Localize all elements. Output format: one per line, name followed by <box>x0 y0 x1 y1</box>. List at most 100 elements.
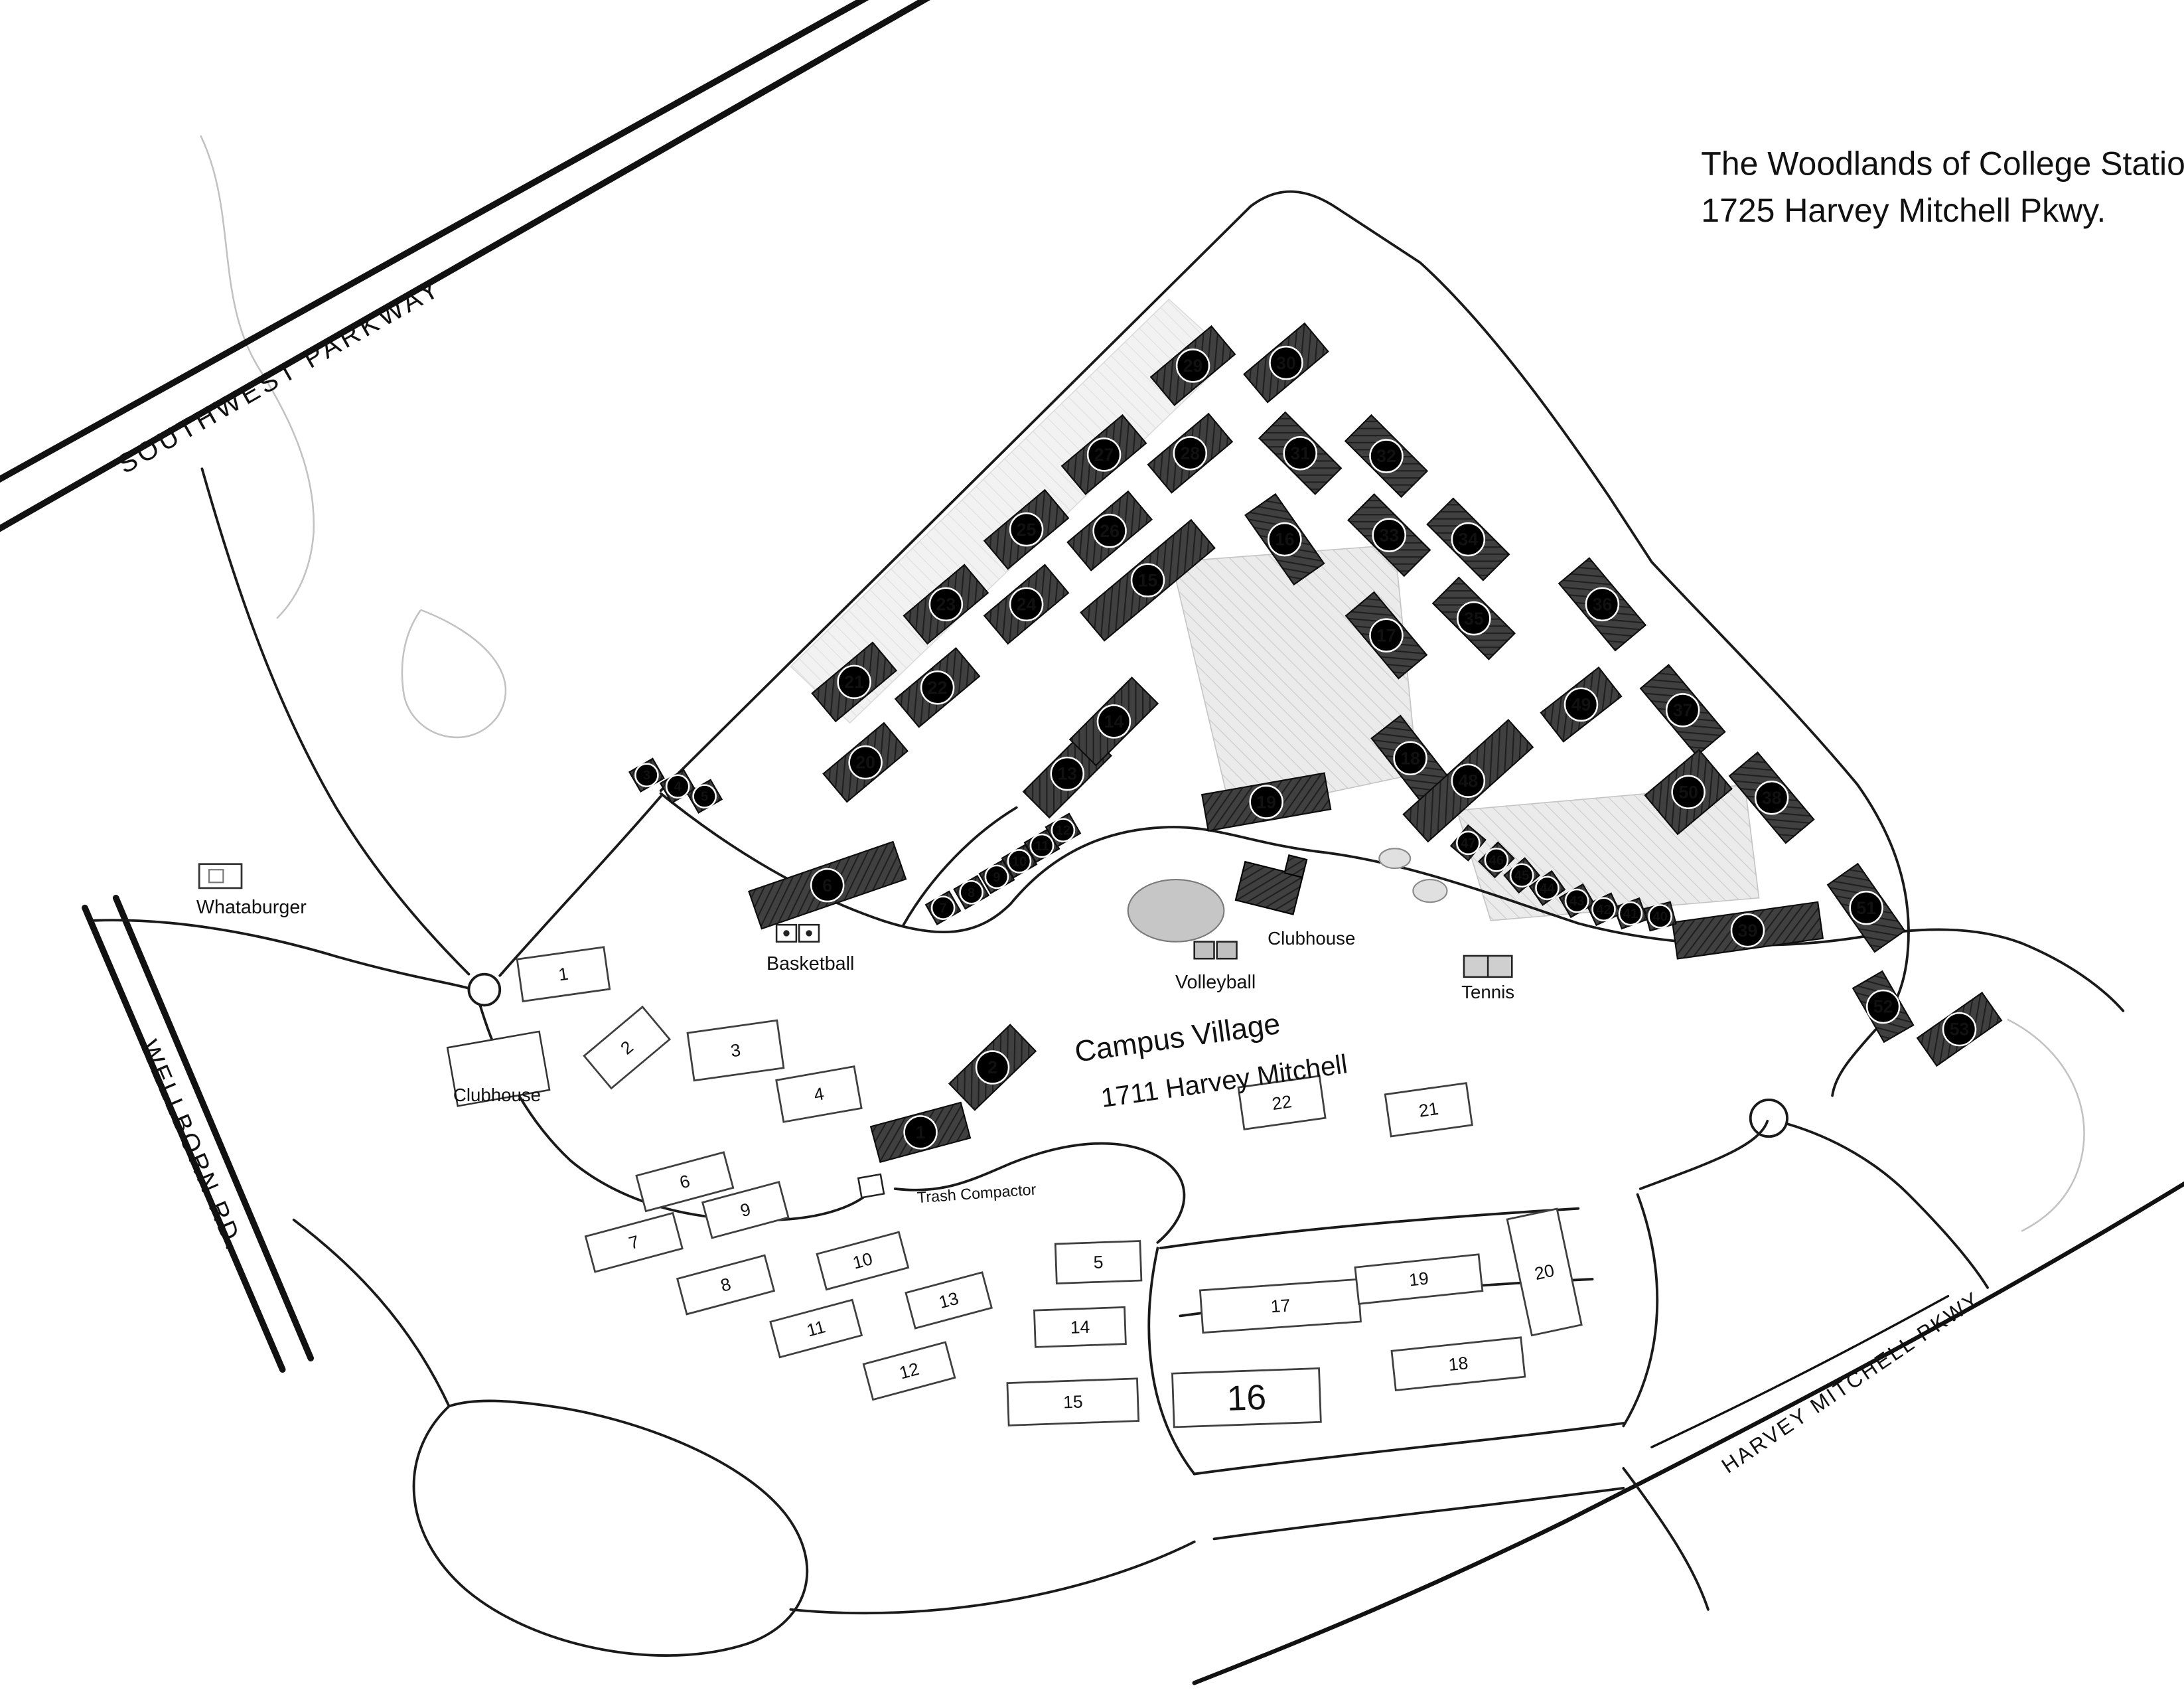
woodlands-badge-41: 41 <box>1618 901 1643 926</box>
small-pond-2 <box>1412 879 1448 903</box>
svg-text:22: 22 <box>928 678 948 698</box>
trash-compactor-icon <box>857 1173 885 1199</box>
campus-building-14: 14 <box>1033 1306 1127 1348</box>
campus-building-4: 4 <box>775 1065 863 1123</box>
label-whataburger: Whataburger <box>196 897 307 918</box>
bottom-access-road <box>789 1540 1196 1615</box>
woodlands-badge-48: 48 <box>1451 763 1486 798</box>
svg-text:28: 28 <box>1181 443 1201 463</box>
svg-text:9: 9 <box>993 870 1000 885</box>
label-volleyball: Volleyball <box>1175 972 1256 993</box>
svg-text:8: 8 <box>968 885 975 900</box>
features-layer <box>198 848 1513 1199</box>
svg-text:16: 16 <box>1226 1378 1267 1419</box>
label-clubhouse-campus: Clubhouse <box>453 1085 541 1105</box>
map-title-line2: 1725 Harvey Mitchell Pkwy. <box>1701 192 2106 229</box>
svg-text:53: 53 <box>1950 1020 1970 1039</box>
svg-text:31: 31 <box>1290 443 1310 463</box>
woodlands-badge-10: 10 <box>1007 849 1032 874</box>
campus-village-name: Campus Village <box>1072 1008 1282 1069</box>
svg-text:14: 14 <box>1104 712 1124 731</box>
woodlands-badge-51: 51 <box>1849 890 1883 925</box>
road-label-harvey-mitchell-pkwy: HARVEY MITCHELL PKWY <box>1717 1286 1984 1478</box>
svg-text:17: 17 <box>1376 625 1396 645</box>
label-clubhouse-woodlands: Clubhouse <box>1268 928 1355 949</box>
label-basketball: Basketball <box>766 953 854 974</box>
svg-text:13: 13 <box>1057 764 1077 784</box>
woodlands-badge-9: 9 <box>984 864 1009 889</box>
svg-text:25: 25 <box>1017 520 1037 540</box>
woodlands-badge-42: 42 <box>1591 897 1616 922</box>
campus-building-18: 18 <box>1390 1336 1526 1392</box>
woodlands-badge-49: 49 <box>1564 687 1599 722</box>
campus-parking-lane1 <box>1159 1207 1580 1250</box>
woodlands-badge-44: 44 <box>1535 876 1560 901</box>
svg-text:11: 11 <box>1035 839 1049 854</box>
roundabout-east <box>1749 1099 1788 1138</box>
woodlands-badge-11: 11 <box>1029 833 1055 858</box>
svg-text:10: 10 <box>1012 854 1027 869</box>
title-block: The Woodlands of College Station 1725 Ha… <box>1701 145 2184 229</box>
woodlands-badge-15: 15 <box>1130 563 1165 597</box>
clubhouse-woodlands-building <box>1234 854 1308 915</box>
woodlands-badge-5: 5 <box>692 784 717 808</box>
map-title-line1: The Woodlands of College Station <box>1701 145 2184 183</box>
svg-text:42: 42 <box>1596 903 1611 917</box>
poi-labels-layer: WhataburgerClubhouseClubhouseBasketballV… <box>196 897 1514 1206</box>
woodlands-badge-33: 33 <box>1372 518 1406 552</box>
campus-building-16: 16 <box>1171 1367 1322 1428</box>
harvey-mitchell-road-line2 <box>1650 1294 1950 1448</box>
road-label-wellborn-rd: WELLBORN RD. <box>135 1036 250 1257</box>
svg-text:40: 40 <box>1652 909 1667 924</box>
campus-building-13: 13 <box>905 1271 993 1330</box>
pond <box>1127 879 1225 943</box>
svg-text:30: 30 <box>1276 353 1296 373</box>
wellborn-rd-road-line1 <box>82 904 286 1373</box>
svg-text:43: 43 <box>1569 894 1584 909</box>
svg-text:44: 44 <box>1540 882 1555 896</box>
woodlands-badge-37: 37 <box>1665 693 1700 728</box>
woodlands-badge-40: 40 <box>1648 904 1672 929</box>
woodlands-badge-30: 30 <box>1269 345 1303 380</box>
basketball-icon <box>775 923 820 943</box>
campus-building-8: 8 <box>676 1254 776 1316</box>
woodlands-badge-25: 25 <box>1009 512 1044 547</box>
road-label-southwest-parkway: SOUTHWEST PARKWAY <box>112 271 447 479</box>
woodlands-badge-21: 21 <box>837 664 871 700</box>
woodlands-boundary-northwest <box>659 204 1252 793</box>
svg-text:12: 12 <box>897 1359 921 1383</box>
woodlands-badge-27: 27 <box>1086 437 1122 472</box>
svg-text:18: 18 <box>1447 1353 1469 1375</box>
svg-text:3: 3 <box>643 769 650 783</box>
svg-text:7: 7 <box>939 901 946 916</box>
woodlands-badge-38: 38 <box>1754 781 1789 815</box>
svg-text:5: 5 <box>1093 1252 1104 1272</box>
svg-text:22: 22 <box>1271 1091 1293 1114</box>
svg-text:4: 4 <box>674 780 682 795</box>
svg-text:50: 50 <box>1678 782 1698 802</box>
campus-building-10: 10 <box>816 1231 910 1291</box>
entry-road-from-parkway <box>200 467 471 976</box>
whataburger-icon <box>198 863 243 889</box>
svg-text:34: 34 <box>1459 530 1479 550</box>
svg-text:45: 45 <box>1514 869 1529 883</box>
woodlands-badge-45: 45 <box>1509 863 1534 888</box>
woodlands-badge-23: 23 <box>928 587 964 622</box>
svg-text:49: 49 <box>1571 695 1591 715</box>
woodlands-badge-3: 3 <box>634 763 659 788</box>
svg-text:38: 38 <box>1762 788 1782 808</box>
campus-building-3: 3 <box>686 1019 785 1082</box>
campus-building-21: 21 <box>1384 1082 1473 1138</box>
terrain-blob-left <box>401 609 507 739</box>
svg-text:12: 12 <box>1056 824 1070 838</box>
svg-text:18: 18 <box>1400 748 1420 768</box>
campus-building-11: 11 <box>769 1298 863 1359</box>
svg-text:21: 21 <box>844 672 864 692</box>
woodlands-badge-24: 24 <box>1009 587 1044 622</box>
campus-parking-lane4 <box>1212 1486 1625 1541</box>
woodlands-badge-19: 19 <box>1249 785 1283 819</box>
svg-text:20: 20 <box>855 753 875 773</box>
svg-text:52: 52 <box>1873 997 1893 1017</box>
